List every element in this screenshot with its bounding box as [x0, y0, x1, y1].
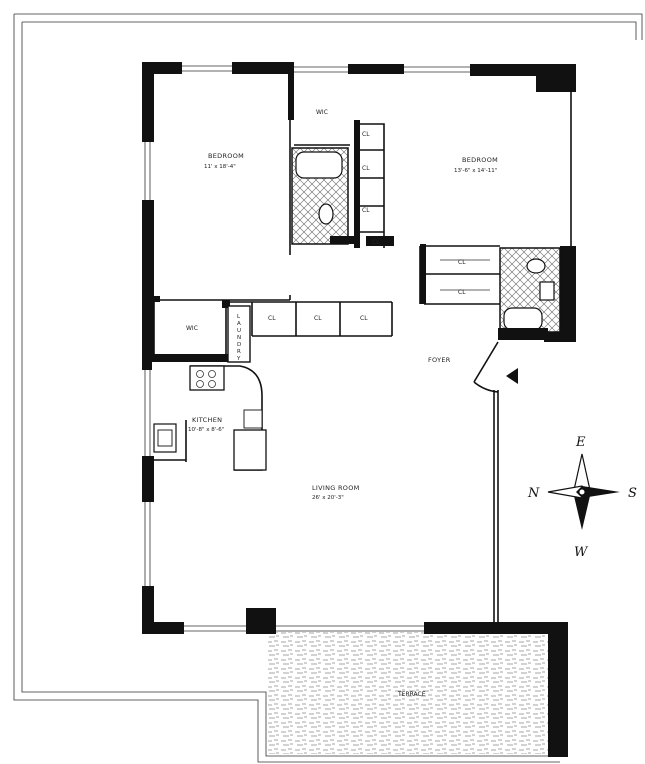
closet-label: CL — [362, 207, 370, 214]
closet-label: CL — [458, 259, 466, 266]
living-room-dims: 26' x 20'-3" — [312, 495, 344, 501]
entry-arrow-icon — [506, 368, 518, 384]
laundry-label: L A U N D R Y — [236, 314, 241, 362]
bedroom-2-label: BEDROOM — [462, 156, 498, 164]
wic-1-label: WIC — [316, 109, 328, 116]
compass-w: W — [574, 545, 589, 560]
svg-text:L: L — [237, 314, 241, 320]
compass-rose-icon: E N S W — [527, 435, 637, 560]
svg-text:R: R — [237, 349, 241, 355]
kitchen-fixtures — [153, 365, 267, 471]
foyer-label: FOYER — [428, 356, 451, 364]
closet-label: CL — [362, 131, 370, 138]
closet-label: CL — [268, 315, 276, 322]
closet-label: CL — [362, 165, 370, 172]
closet-label: CL — [360, 315, 368, 322]
svg-text:D: D — [237, 342, 241, 348]
terrace-boundary — [13, 13, 643, 763]
bedroom-1-dims: 11' x 18'-4" — [204, 164, 236, 170]
bedroom-2-dims: 13'-6" x 14'-11" — [454, 168, 497, 174]
room-labels: BEDROOM 11' x 18'-4" BEDROOM 13'-6" x 14… — [186, 109, 498, 501]
compass-e: E — [575, 435, 586, 450]
svg-text:Y: Y — [236, 356, 241, 362]
kitchen-label: KITCHEN — [192, 416, 222, 424]
compass-n: N — [527, 486, 540, 501]
closet-label: CL — [372, 239, 380, 246]
terrace-label: TERRACE — [397, 691, 426, 698]
exterior-walls — [142, 62, 576, 634]
interior-walls — [148, 74, 561, 393]
terrace: TERRACE — [268, 622, 568, 757]
svg-text:U: U — [237, 328, 241, 334]
closet-label: CL — [458, 289, 466, 296]
kitchen-dims: 10'-8" x 8'-6" — [188, 427, 224, 433]
compass-s: S — [628, 486, 637, 501]
wic-2-label: WIC — [186, 325, 198, 332]
svg-text:A: A — [237, 321, 241, 327]
bedroom-1-label: BEDROOM — [208, 152, 244, 160]
closet-label: CL — [314, 315, 322, 322]
living-room-label: LIVING ROOM — [312, 484, 360, 492]
svg-text:N: N — [237, 335, 241, 341]
